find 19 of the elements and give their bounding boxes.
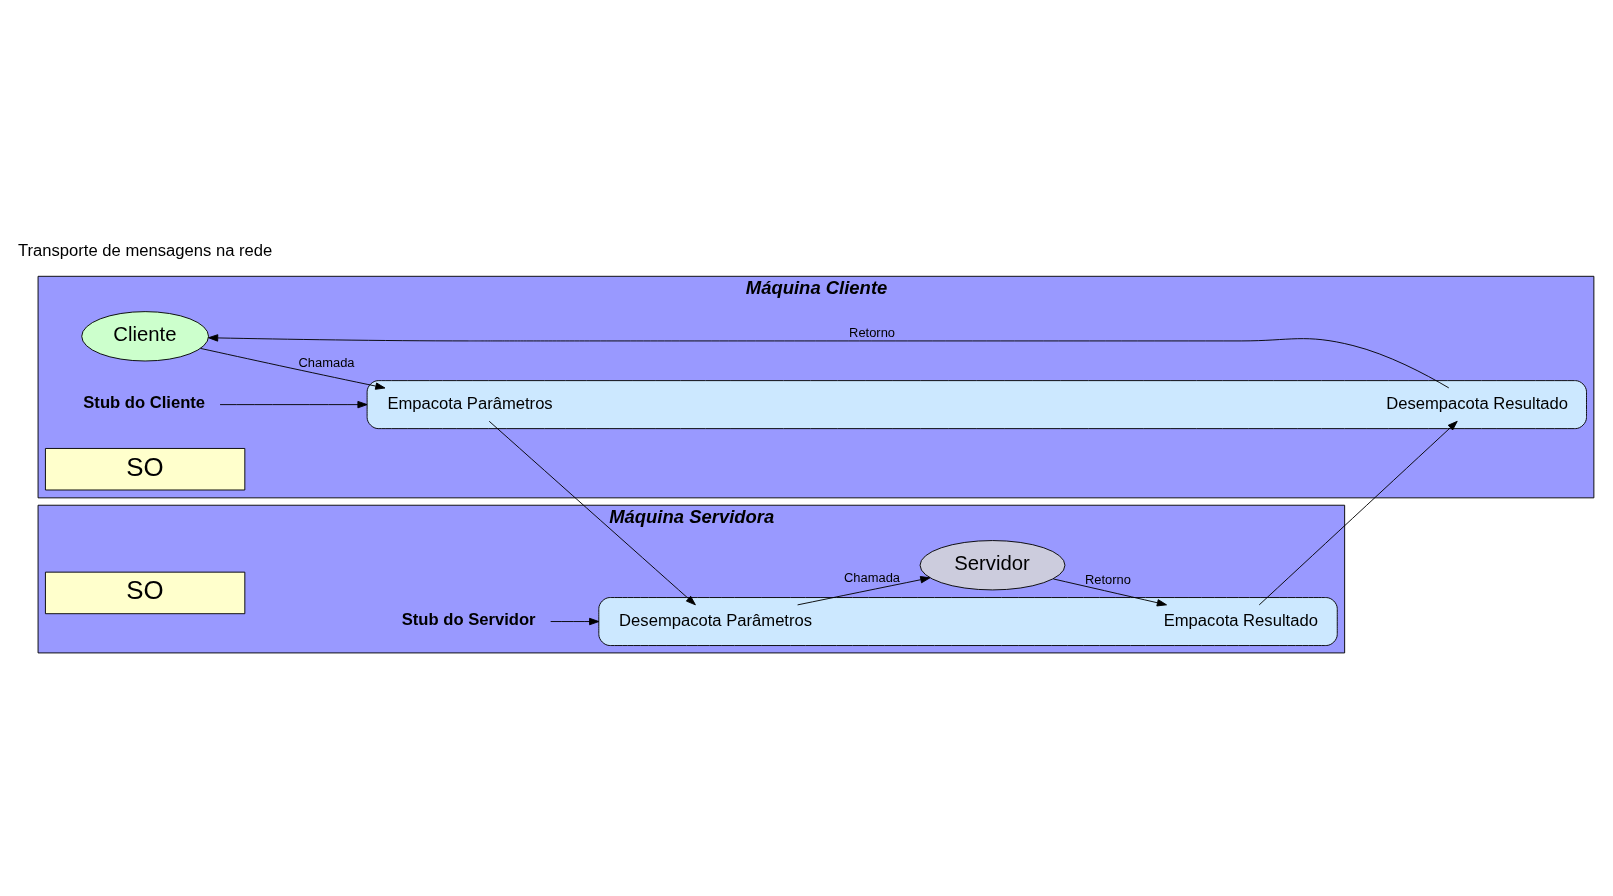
arrow [200,347,386,390]
node-text: Empacota Resultado [1163,610,1318,630]
node-text: Desempacota Resultado [1386,393,1569,413]
label: Transporte de mensagens na rede [18,241,273,261]
node-text: Desempacota Parâmetros [619,610,813,630]
node-text: Stub do Servidor [401,609,536,629]
node-ellipse: Cliente [81,311,209,362]
node-text: Stub do Cliente [83,392,206,412]
edge-label: Retorno [1084,571,1131,587]
node-text: Empacota Parâmetros [387,393,553,413]
node-box: SO [44,448,246,491]
edge-label: Retorno [849,325,896,341]
node-box: SO [44,571,246,615]
arrow [1052,578,1167,607]
edge-label: Chamada [844,570,901,586]
arrow [550,617,600,626]
edge-label: Chamada [298,354,355,370]
arrow [797,576,931,606]
arrow [219,400,368,409]
